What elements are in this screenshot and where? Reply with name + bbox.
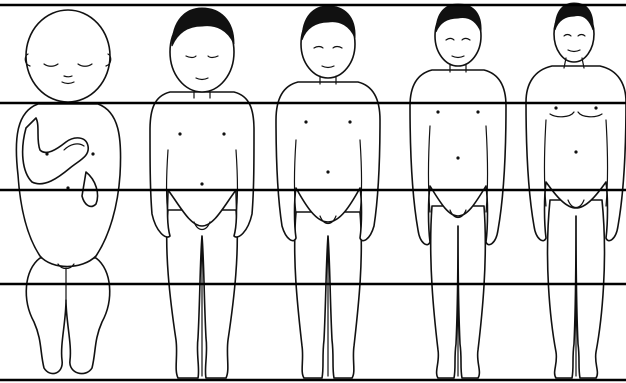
figure-infant [16,10,120,374]
toddler-torso [150,92,254,237]
infant-head [26,10,110,102]
figure-toddler [150,8,254,378]
figure-child [276,6,380,378]
child-torso [276,82,380,241]
infant-legs [26,258,109,374]
